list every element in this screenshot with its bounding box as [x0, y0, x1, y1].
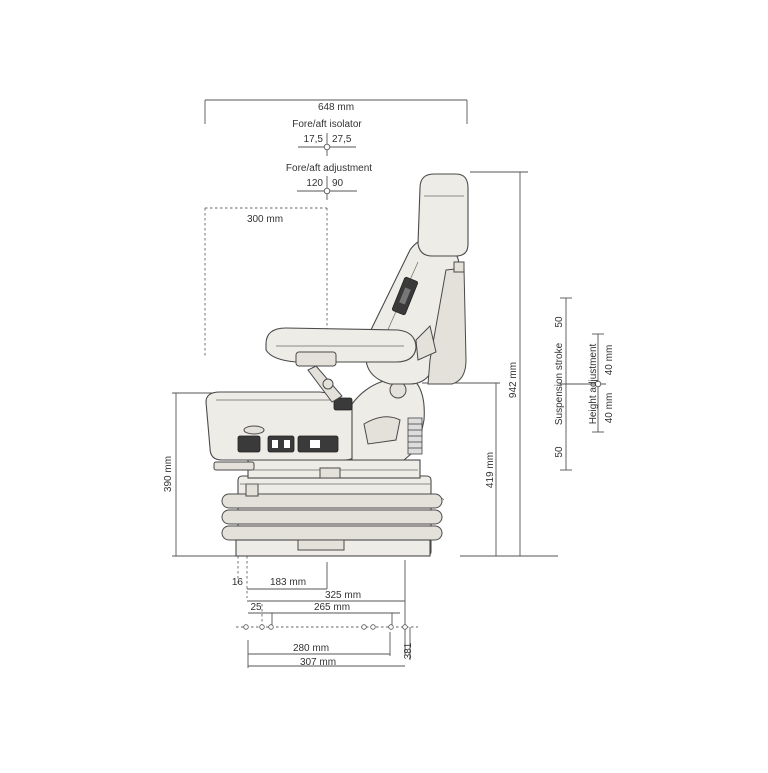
dim-fore-aft-adjustment: Fore/aft adjustment 120 90 — [286, 163, 372, 200]
isolator-right: 27,5 — [332, 134, 352, 145]
dim-armrest-offset: 300 mm — [204, 207, 328, 358]
seat-cushion — [205, 391, 357, 461]
total-height-label: 942 mm — [508, 362, 519, 398]
base-center-label: 183 mm — [270, 577, 306, 588]
seat-rear-panel — [427, 261, 467, 385]
height-adjustment-lower: 40 mm — [604, 393, 615, 424]
adjustment-right: 90 — [332, 178, 344, 189]
dim-total-height: 942 mm — [470, 171, 528, 556]
armrest-offset-label: 300 mm — [247, 214, 283, 225]
seat-side-frame — [333, 377, 425, 461]
seat-armrest — [265, 325, 437, 403]
mounting-holes — [236, 624, 418, 630]
height-adjustment-upper: 40 mm — [604, 345, 615, 376]
dim-suspension-stroke: 50 50 Suspension stroke — [554, 297, 606, 471]
suspension-lower: 50 — [554, 446, 565, 458]
base-381-label: 381 — [403, 642, 414, 659]
recline-ratchet — [407, 417, 423, 455]
dim-base-offset: 16 — [232, 556, 248, 598]
dim-cushion-height: 390 mm — [163, 392, 238, 557]
base-325-label: 325 mm — [325, 590, 361, 601]
seat-base-bellows — [221, 475, 445, 557]
suspension-label: Suspension stroke — [554, 342, 565, 425]
dim-total-width: 648 mm — [204, 99, 468, 124]
dim-base-280: 280 mm — [247, 632, 391, 668]
total-width-label: 648 mm — [318, 102, 354, 113]
isolator-left: 17,5 — [304, 134, 324, 145]
dim-fore-aft-isolator: Fore/aft isolator 17,5 27,5 — [292, 119, 362, 156]
seat-illustration — [205, 173, 469, 557]
height-adjustment-label: Height adjustment — [588, 343, 599, 424]
dim-height-adjustment: Height adjustment 40 mm 40 mm — [588, 333, 615, 433]
cushion-height-label: 390 mm — [163, 456, 174, 492]
base-280-label: 280 mm — [293, 643, 329, 654]
base-offset-label: 16 — [232, 577, 244, 588]
dim-base-325: 325 mm — [247, 560, 406, 655]
base-265-label: 265 mm — [314, 602, 350, 613]
dim-base-307: 307 mm — [248, 657, 405, 668]
base-25-label: 25 — [250, 602, 262, 613]
base-307-label: 307 mm — [300, 657, 336, 668]
seat-lower-frame — [213, 459, 421, 479]
adjustment-left: 120 — [306, 178, 323, 189]
dim-base-381: 381 — [403, 627, 414, 660]
seat-headrest — [417, 173, 469, 257]
dim-base-center: 183 mm — [247, 562, 328, 590]
isolator-title: Fore/aft isolator — [292, 119, 362, 130]
suspension-upper: 50 — [554, 316, 565, 328]
seat-height-label: 419 mm — [485, 452, 496, 488]
adjustment-title: Fore/aft adjustment — [286, 163, 372, 174]
